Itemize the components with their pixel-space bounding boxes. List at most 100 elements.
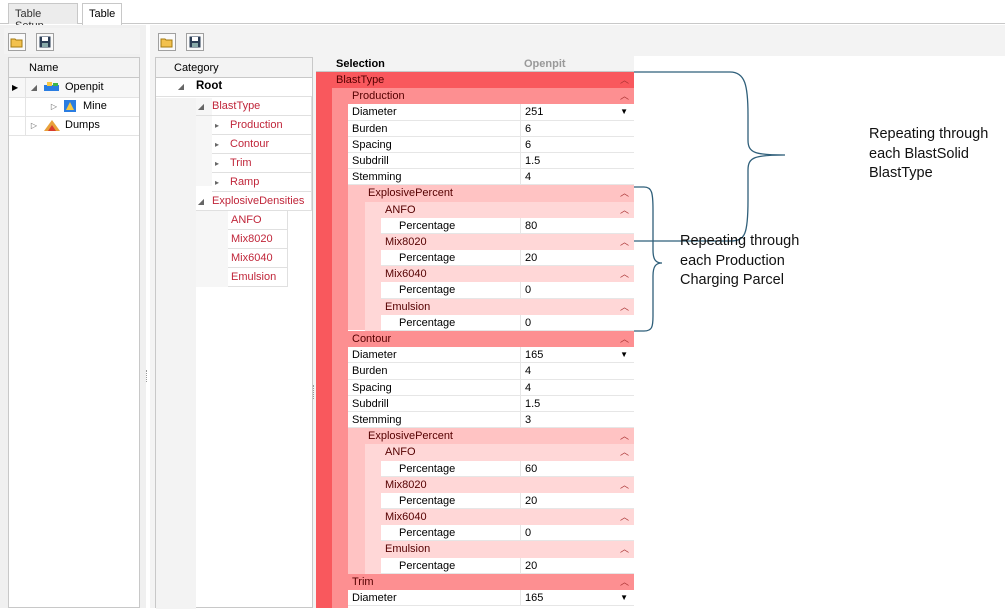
category-item-blasttype[interactable]: ◢ BlastType [196, 97, 312, 116]
category-item-trim[interactable]: ▸ Trim [212, 154, 312, 173]
collapse-icon[interactable]: ◢ [197, 197, 205, 206]
expand-icon[interactable]: ◢ [30, 83, 38, 92]
diameter-value[interactable]: 251▼ [520, 104, 634, 121]
percentage-value[interactable]: 0 [520, 282, 634, 299]
category-row-explosivepercent[interactable]: ExplosivePercent︿ [348, 185, 634, 202]
collapse-chevron-icon[interactable]: ︿ [619, 431, 629, 442]
percentage-value[interactable]: 0 [520, 525, 634, 542]
collapse-chevron-icon[interactable]: ︿ [619, 512, 629, 523]
percentage-value[interactable]: 80 [520, 217, 634, 234]
diameter-value[interactable]: 165▼ [520, 347, 634, 364]
collapse-chevron-icon[interactable]: ︿ [619, 188, 629, 199]
subdrill-value[interactable]: 1.5 [520, 395, 634, 412]
burden-value[interactable]: 6 [520, 120, 634, 137]
category-row-production[interactable]: Production︿ [332, 88, 634, 105]
expand-icon[interactable]: ▸ [214, 159, 219, 168]
category-row-anfo[interactable]: ANFO︿ [365, 201, 634, 218]
tree-row-mine[interactable]: ▷ Mine [9, 97, 139, 116]
percentage-value[interactable]: 0 [520, 314, 634, 331]
category-row-trim[interactable]: Trim︿ [332, 573, 634, 590]
collapse-icon[interactable]: ◢ [197, 102, 205, 111]
category-row-emulsion[interactable]: Emulsion︿ [365, 541, 634, 558]
tab-table-setup[interactable]: Table Setup [8, 3, 78, 32]
tree-row-openpit[interactable]: ▶ ◢ Openpit [9, 78, 139, 97]
expand-icon[interactable]: ▸ [214, 178, 219, 187]
collapse-chevron-icon[interactable]: ︿ [619, 301, 629, 312]
category-row-mix6040[interactable]: Mix6040︿ [365, 509, 634, 526]
collapse-chevron-icon[interactable]: ︿ [619, 544, 629, 555]
collapse-chevron-icon[interactable]: ︿ [619, 75, 629, 85]
percentage-value[interactable]: 20 [520, 492, 634, 510]
category-item-mix8020[interactable]: Mix8020 [228, 230, 288, 249]
category-row-blasttype[interactable]: BlastType︿ [316, 72, 634, 89]
splitter-handle[interactable] [146, 370, 149, 382]
collapse-chevron-icon[interactable]: ︿ [619, 269, 629, 280]
expand-icon[interactable]: ▸ [214, 140, 219, 149]
diameter-value[interactable]: 165▼ [520, 590, 634, 607]
expand-icon[interactable]: ▷ [30, 121, 38, 130]
category-row-explosivepercent[interactable]: ExplosivePercent︿ [348, 428, 634, 445]
burden-value[interactable]: 4 [520, 363, 634, 380]
expand-icon[interactable]: ▷ [50, 102, 58, 111]
splitter-handle[interactable] [313, 385, 316, 399]
subdrill-value[interactable]: 1.5 [520, 152, 634, 170]
category-item-ramp[interactable]: ▸ Ramp [212, 173, 312, 192]
category-item-emulsion[interactable]: Emulsion [228, 268, 288, 287]
category-item-production[interactable]: ▸ Production [212, 116, 312, 135]
collapse-chevron-icon[interactable]: ︿ [619, 236, 629, 247]
category-row-mix8020[interactable]: Mix8020︿ [365, 476, 634, 493]
percentage-value[interactable]: 20 [520, 250, 634, 267]
collapse-chevron-icon[interactable]: ︿ [619, 334, 629, 344]
collapse-chevron-icon[interactable]: ︿ [619, 91, 629, 102]
category-item-contour[interactable]: ▸ Contour [212, 135, 312, 154]
save-button[interactable] [186, 33, 204, 51]
open-folder-button[interactable] [8, 33, 26, 51]
collapse-chevron-icon[interactable]: ︿ [619, 479, 629, 490]
tree-row-dumps[interactable]: ▷ Dumps [9, 116, 139, 135]
category-row-mix6040[interactable]: Mix6040︿ [365, 266, 634, 283]
category-item-mix6040[interactable]: Mix6040 [228, 249, 288, 268]
percentage-value[interactable]: 60 [520, 460, 634, 477]
collapse-chevron-icon[interactable]: ︿ [619, 576, 629, 587]
stemming-value[interactable]: 3 [520, 411, 634, 429]
collapse-icon[interactable]: ◢ [177, 82, 185, 91]
stemming-value[interactable]: 4 [520, 169, 634, 186]
percentage-value[interactable]: 20 [520, 557, 634, 574]
dropdown-arrow-icon[interactable]: ▼ [620, 593, 628, 602]
spacing-value[interactable]: 4 [520, 379, 634, 396]
category-item-explosivedensities[interactable]: ◢ ExplosiveDensities [196, 192, 312, 211]
category-root[interactable]: ◢ Root [156, 78, 312, 97]
dropdown-arrow-icon[interactable]: ▼ [620, 350, 628, 360]
category-row-mix8020[interactable]: Mix8020︿ [365, 233, 634, 251]
expand-icon[interactable]: ▸ [214, 121, 219, 130]
category-row-emulsion[interactable]: Emulsion︿ [365, 298, 634, 315]
dropdown-arrow-icon[interactable]: ▼ [620, 107, 628, 117]
collapse-chevron-icon[interactable]: ︿ [619, 447, 629, 458]
tab-table[interactable]: Table [82, 3, 122, 25]
category-item-anfo[interactable]: ANFO [228, 211, 288, 230]
category-row-anfo[interactable]: ANFO︿ [365, 444, 634, 461]
category-row-contour[interactable]: Contour︿ [332, 331, 634, 348]
collapse-chevron-icon[interactable]: ︿ [619, 204, 629, 215]
spacing-value[interactable]: 6 [520, 136, 634, 153]
save-button[interactable] [36, 33, 54, 51]
